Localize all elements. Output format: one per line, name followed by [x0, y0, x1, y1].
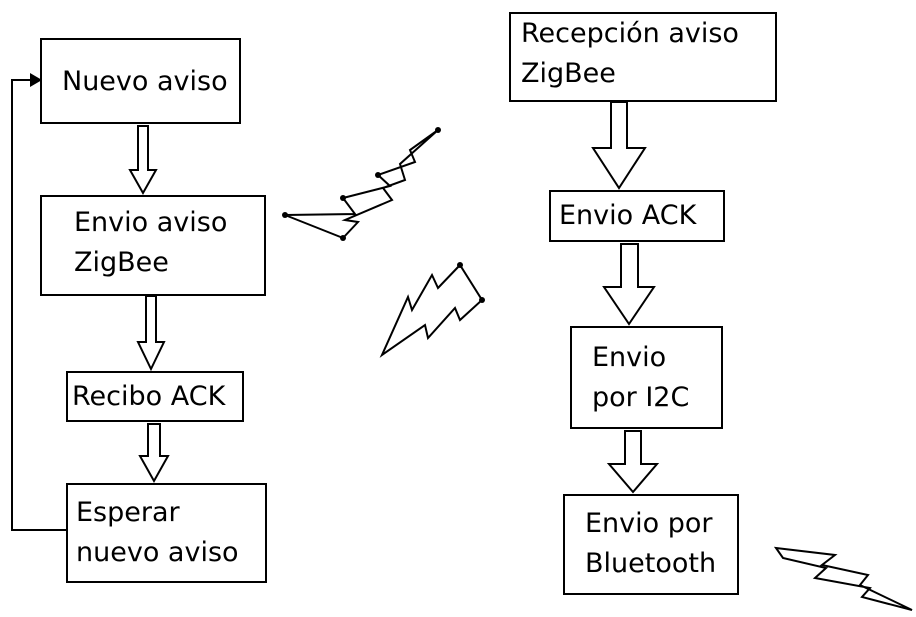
envio-por-i2c-box: Envio por I2C — [570, 326, 723, 429]
lightning-bolt-icon — [457, 262, 485, 303]
recibo-ack-box: Recibo ACK — [66, 371, 244, 422]
envio-ack-box: Envio ACK — [549, 190, 725, 242]
lightning-bolt-icon — [284, 129, 439, 240]
lightning-bolt-icon — [379, 263, 484, 358]
lightning-bolt-icon — [773, 546, 913, 611]
arrow-ack-to-i2c — [602, 243, 656, 326]
envio-aviso-zigbee-box: Envio aviso ZigBee — [40, 195, 266, 296]
lightning-bolt-icon — [282, 127, 441, 241]
arrow-nuevo-to-envio — [128, 125, 158, 196]
loop-back-arrowhead — [30, 73, 42, 87]
arrow-envio-to-recibo — [136, 295, 166, 372]
loop-back-connector — [11, 79, 66, 531]
envio-por-bluetooth-box: Envio por Bluetooth — [563, 494, 739, 595]
esperar-nuevo-aviso-box: Esperar nuevo aviso — [66, 483, 267, 583]
nuevo-aviso-box: Nuevo aviso — [40, 38, 241, 124]
arrow-i2c-to-bluetooth — [606, 430, 660, 494]
arrow-recepcion-to-ack — [591, 101, 647, 190]
recepcion-aviso-zigbee-box: Recepción aviso ZigBee — [509, 12, 777, 102]
arrow-recibo-to-esperar — [138, 423, 170, 484]
